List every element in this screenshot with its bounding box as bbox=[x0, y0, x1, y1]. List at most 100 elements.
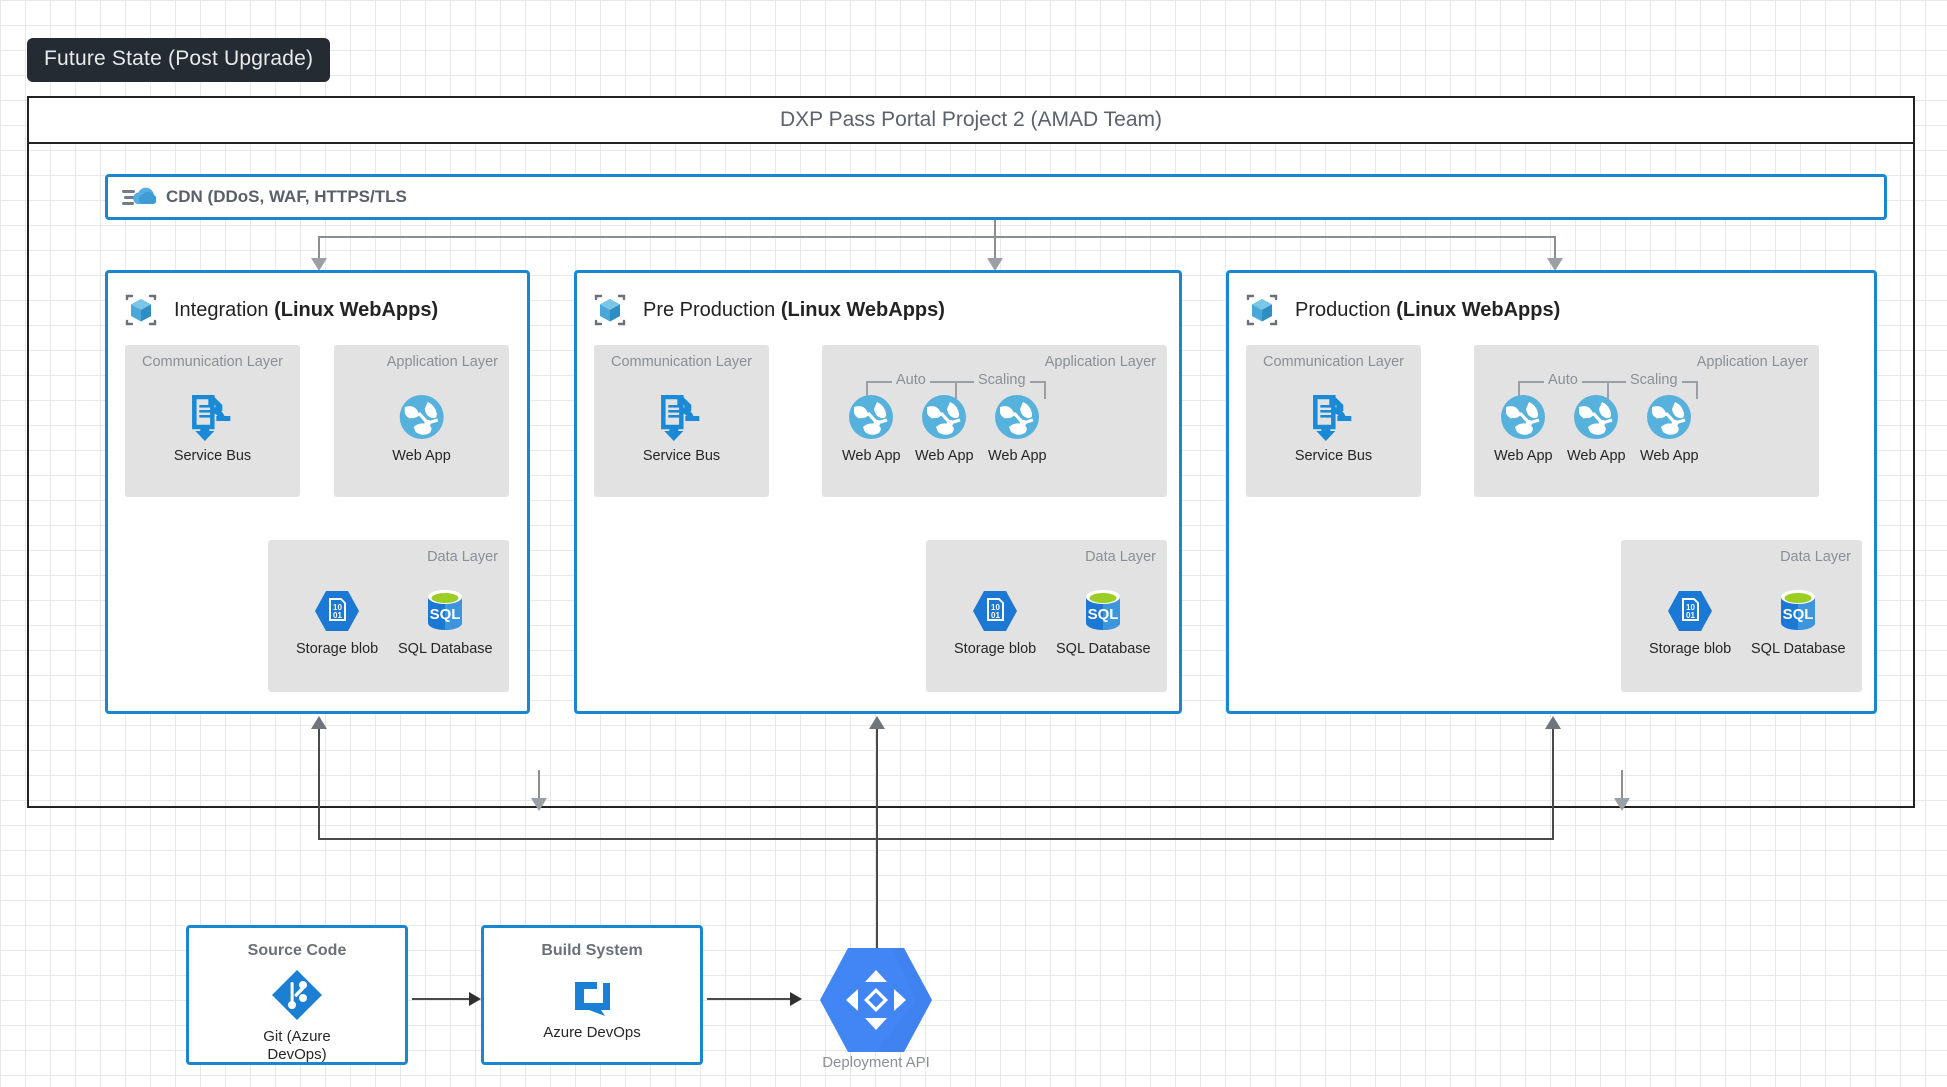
environment-title-integration: Integration (Linux WebApps) bbox=[174, 298, 439, 321]
communication-layer-pre-production: Communication Layer Service Bus bbox=[594, 345, 769, 497]
application-layer-label: Application Layer bbox=[1696, 354, 1808, 370]
svg-text:10: 10 bbox=[333, 603, 342, 612]
git-icon bbox=[270, 968, 324, 1022]
build-system-box[interactable]: Build System Azure DevOps bbox=[481, 925, 703, 1065]
node-web-app-production-1[interactable]: Web App bbox=[1494, 393, 1553, 465]
cdn-trunk-horizontal bbox=[318, 236, 1556, 238]
svg-text:10: 10 bbox=[991, 603, 1000, 612]
deployment-arrow-integration-icon bbox=[311, 716, 327, 729]
node-web-app-integration-1[interactable]: Web App bbox=[392, 393, 451, 465]
autoscaling-label-auto: Auto bbox=[1544, 372, 1582, 388]
application-layer-label: Application Layer bbox=[386, 354, 498, 370]
deployment-api-stem bbox=[876, 838, 878, 950]
node-sql-database-pre-production[interactable]: SQL SQL Database bbox=[1056, 588, 1151, 658]
node-caption: Web App bbox=[988, 448, 1047, 464]
application-layer-label: Application Layer bbox=[1044, 354, 1156, 370]
data-layer-label: Data Layer bbox=[1780, 549, 1851, 565]
arrow-build-to-deployment bbox=[707, 998, 792, 1000]
node-caption: SQL Database bbox=[1056, 641, 1151, 657]
storage-blob-icon: 10 01 bbox=[971, 588, 1019, 634]
deployment-api-caption: Deployment API bbox=[822, 1054, 930, 1071]
environment-panel-pre-production[interactable]: Pre Production (Linux WebApps) Communica… bbox=[574, 270, 1630, 811]
arrow-head-down-pre-production-icon bbox=[1614, 798, 1630, 811]
service-bus-icon bbox=[189, 395, 237, 441]
deployment-riser-production bbox=[1552, 728, 1554, 840]
svg-text:01: 01 bbox=[991, 611, 1000, 620]
communication-layer-label: Communication Layer bbox=[141, 354, 284, 370]
cdn-arrow-preprod-icon bbox=[987, 258, 1003, 271]
cdn-branch-integration bbox=[318, 236, 320, 260]
environment-header-integration: Integration (Linux WebApps) bbox=[122, 287, 521, 333]
autoscaling-label-scaling: Scaling bbox=[1626, 372, 1682, 388]
node-service-bus-integration[interactable]: Service Bus bbox=[174, 395, 251, 465]
build-system-caption: Azure DevOps bbox=[543, 1024, 641, 1041]
deployment-bus-horizontal bbox=[318, 838, 1554, 840]
node-caption: Web App bbox=[1567, 448, 1626, 464]
environment-panel-production[interactable]: Production (Linux WebApps) Communication… bbox=[1226, 270, 1877, 714]
arrow-head-build-to-deployment-icon bbox=[790, 992, 802, 1006]
cdn-arrow-integration-icon bbox=[311, 258, 327, 271]
arrow-webapp-to-data-pre-production bbox=[1621, 770, 1623, 800]
cdn-label: CDN (DDoS, WAF, HTTPS/TLS bbox=[166, 187, 407, 206]
data-layer-label: Data Layer bbox=[427, 549, 498, 565]
web-app-icon bbox=[1572, 393, 1620, 441]
node-web-app-production-2[interactable]: Web App bbox=[1567, 393, 1626, 465]
environment-panel-integration[interactable]: Integration (Linux WebApps) Communicatio… bbox=[105, 270, 547, 811]
communication-layer-integration: Communication Layer Service Bus bbox=[125, 345, 300, 497]
svg-text:SQL: SQL bbox=[1088, 606, 1119, 623]
communication-layer-label: Communication Layer bbox=[610, 354, 753, 370]
node-storage-blob-integration[interactable]: 10 01 Storage blob bbox=[296, 588, 378, 658]
node-sql-database-integration[interactable]: SQL SQL Database bbox=[398, 588, 493, 658]
node-caption: SQL Database bbox=[398, 641, 493, 657]
node-web-app-pre-production-2[interactable]: Web App bbox=[915, 393, 974, 465]
communication-layer-label: Communication Layer bbox=[1262, 354, 1405, 370]
node-caption: Storage blob bbox=[954, 641, 1037, 657]
resource-group-icon bbox=[591, 291, 629, 329]
svg-text:10: 10 bbox=[1686, 603, 1695, 612]
svg-text:01: 01 bbox=[1686, 611, 1695, 620]
node-storage-blob-production[interactable]: 10 01 Storage blob bbox=[1649, 588, 1731, 658]
storage-blob-icon: 10 01 bbox=[313, 588, 361, 634]
diagram-title-badge: Future State (Post Upgrade) bbox=[27, 38, 331, 82]
web-app-icon bbox=[398, 393, 446, 441]
node-sql-database-production[interactable]: SQL SQL Database bbox=[1751, 588, 1846, 658]
deployment-api-node[interactable]: Deployment API bbox=[815, 946, 937, 1071]
arrow-head-source-to-build-icon bbox=[469, 992, 481, 1006]
autoscaling-label-scaling: Scaling bbox=[974, 372, 1030, 388]
cdn-bar[interactable]: CDN (DDoS, WAF, HTTPS/TLS bbox=[105, 174, 1887, 220]
resource-group-icon bbox=[122, 291, 160, 329]
node-caption: Web App bbox=[1640, 448, 1699, 464]
sql-database-icon: SQL bbox=[421, 588, 469, 634]
service-bus-icon bbox=[1310, 395, 1358, 441]
deployment-riser-preprod bbox=[876, 728, 878, 840]
arrow-source-to-build bbox=[412, 998, 471, 1000]
data-layer-integration: Data Layer 10 01 Storage blob SQL bbox=[268, 540, 509, 692]
node-web-app-pre-production-3[interactable]: Web App bbox=[988, 393, 1047, 465]
node-storage-blob-pre-production[interactable]: 10 01 Storage blob bbox=[954, 588, 1036, 658]
node-caption: Service Bus bbox=[1294, 448, 1373, 464]
node-service-bus-production[interactable]: Service Bus bbox=[1295, 395, 1372, 465]
application-layer-pre-production: Application Layer Auto Scaling Web bbox=[822, 345, 1167, 497]
node-caption: Web App bbox=[842, 448, 901, 464]
sql-database-icon: SQL bbox=[1774, 588, 1822, 634]
node-web-app-production-3[interactable]: Web App bbox=[1640, 393, 1699, 465]
deployment-api-hexagon-icon bbox=[815, 946, 937, 1054]
source-code-box[interactable]: Source Code Git (Azure DevOps) bbox=[186, 925, 408, 1065]
data-layer-label: Data Layer bbox=[1085, 549, 1156, 565]
application-layer-production: Application Layer Auto Scaling Web App bbox=[1474, 345, 1819, 497]
node-caption: Web App bbox=[1494, 448, 1553, 464]
cdn-trunk-vertical bbox=[994, 220, 996, 236]
node-web-app-pre-production-1[interactable]: Web App bbox=[842, 393, 901, 465]
autoscaling-bracket-pre-production: Auto Scaling bbox=[866, 372, 1046, 399]
svg-text:01: 01 bbox=[333, 611, 342, 620]
node-caption: SQL Database bbox=[1751, 641, 1846, 657]
cdn-arrow-production-icon bbox=[1547, 258, 1563, 271]
data-layer-pre-production: Data Layer 10 01 Storage blob SQL bbox=[926, 540, 1167, 692]
node-service-bus-pre-production[interactable]: Service Bus bbox=[643, 395, 720, 465]
node-caption: Service Bus bbox=[642, 448, 721, 464]
application-layer-integration: Application Layer Web App bbox=[334, 345, 509, 497]
svg-text:SQL: SQL bbox=[430, 606, 461, 623]
node-caption: Storage blob bbox=[296, 641, 379, 657]
page-title: DXP Pass Portal Project 2 (AMAD Team) bbox=[779, 108, 1163, 131]
azure-devops-icon bbox=[567, 972, 617, 1018]
